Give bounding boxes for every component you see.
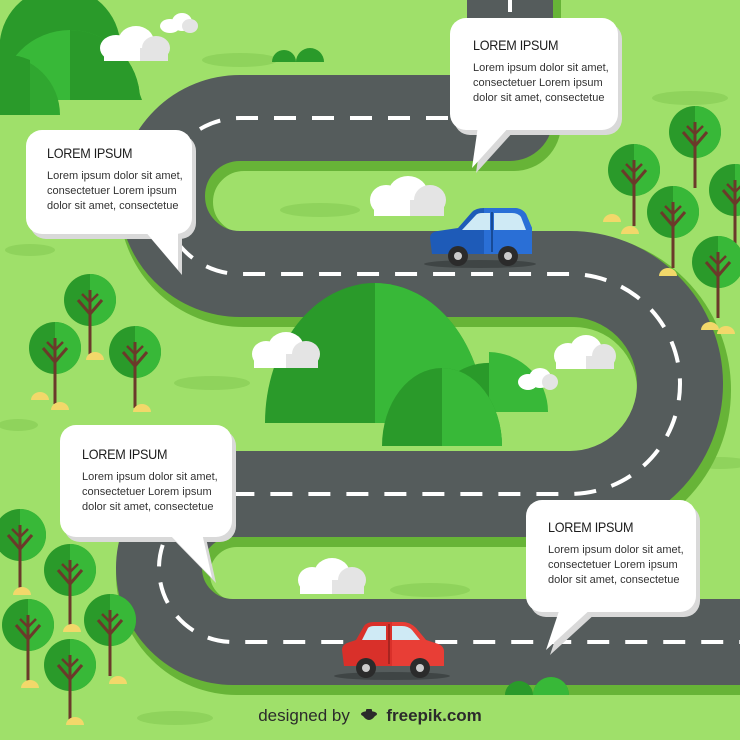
attribution-brand[interactable]: freepik.com bbox=[386, 706, 482, 725]
bubble-line: dolor sit amet, consectetue bbox=[47, 200, 179, 212]
center-hill bbox=[265, 283, 548, 446]
cloud-icon bbox=[100, 13, 616, 594]
bubble-title: LOREM IPSUM bbox=[82, 446, 168, 462]
bubble-title: LOREM IPSUM bbox=[473, 37, 559, 53]
bubble-line: consectetuer Lorem ipsum bbox=[548, 559, 678, 571]
blue-car-icon bbox=[424, 208, 536, 268]
bubble-line: consectetuer Lorem ipsum bbox=[82, 486, 212, 498]
bubble-line: Lorem ipsum dolor sit amet, bbox=[548, 544, 684, 556]
bubble-line: Lorem ipsum dolor sit amet, bbox=[473, 62, 609, 74]
lane-markings bbox=[157, 0, 740, 644]
bubble-text: Lorem ipsum dolor sit amet, consectetuer… bbox=[82, 470, 252, 515]
bubble-line: dolor sit amet, consectetue bbox=[82, 501, 214, 513]
bubble-line: Lorem ipsum dolor sit amet, bbox=[47, 170, 183, 182]
bubble-line: Lorem ipsum dolor sit amet, bbox=[82, 471, 218, 483]
red-car-icon bbox=[334, 622, 450, 680]
bubble-line: consectetuer Lorem ipsum bbox=[473, 77, 603, 89]
bubble-text: Lorem ipsum dolor sit amet, consectetuer… bbox=[548, 543, 718, 588]
speech-bubble-shapes bbox=[26, 18, 700, 655]
attribution-footer: designed by freepik.com bbox=[0, 706, 740, 729]
bubble-title: LOREM IPSUM bbox=[548, 519, 634, 535]
freepik-logo-icon bbox=[359, 706, 379, 729]
bubble-line: dolor sit amet, consectetue bbox=[473, 92, 605, 104]
grass-patches bbox=[0, 53, 740, 725]
bubble-title: LOREM IPSUM bbox=[47, 145, 133, 161]
bush-icon bbox=[272, 48, 569, 695]
bubble-line: dolor sit amet, consectetue bbox=[548, 574, 680, 586]
bubble-line: consectetuer Lorem ipsum bbox=[47, 185, 177, 197]
bubble-text: Lorem ipsum dolor sit amet, consectetuer… bbox=[47, 169, 217, 214]
attribution-prefix: designed by bbox=[258, 706, 350, 725]
bubble-text: Lorem ipsum dolor sit amet, consectetuer… bbox=[473, 61, 643, 106]
